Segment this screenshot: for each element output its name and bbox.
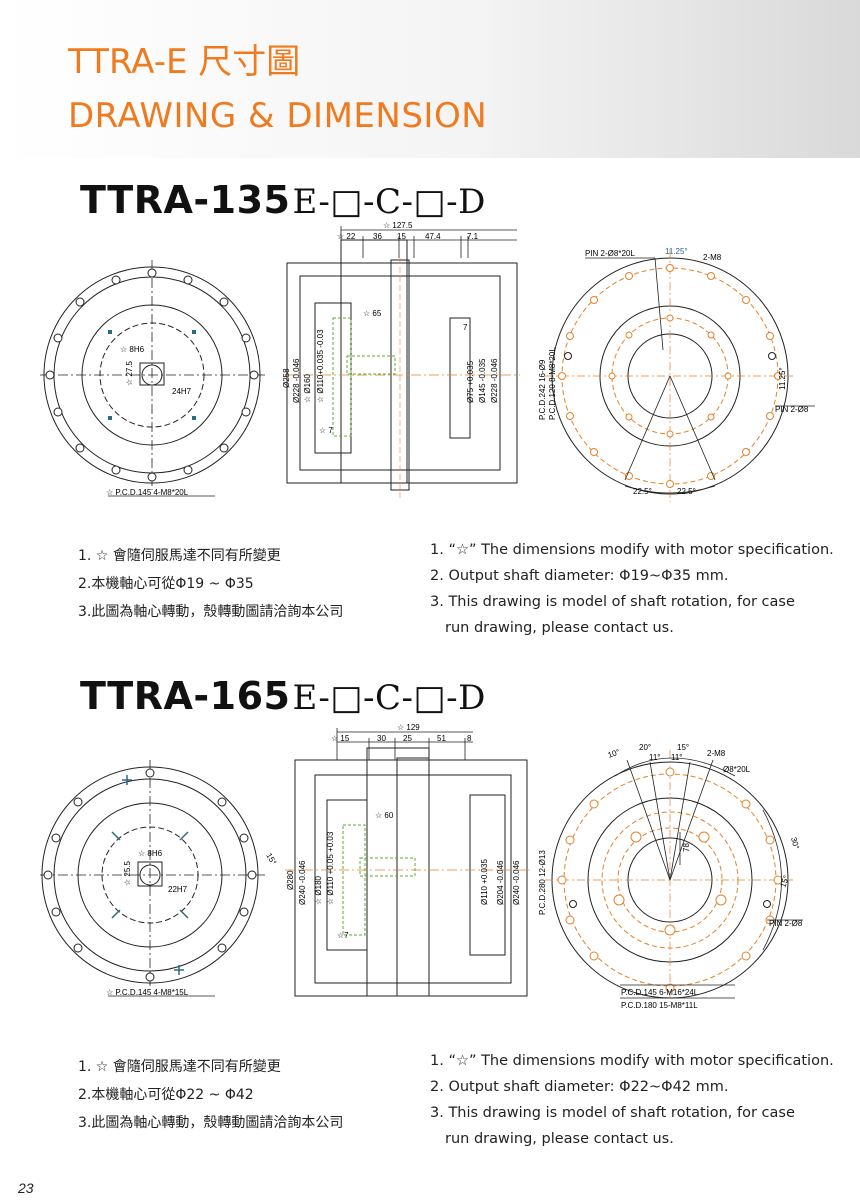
pcd-145: P.C.D.145 6-M16*24L: [621, 988, 699, 997]
angle-top: 11.25°: [665, 247, 688, 256]
pin-right: PIN 2-Ø8: [775, 405, 809, 414]
angle-15a: 15°: [677, 743, 689, 752]
model-code: E-□-C-□-D: [292, 678, 486, 718]
dia-258: Ø258: [282, 368, 291, 388]
key-label: ☆ 8H6: [138, 849, 163, 858]
note-cn-1: 1. ☆ 會隨伺服馬達不同有所變更: [78, 1059, 281, 1075]
angle-30: 30°: [789, 836, 801, 850]
pcd-label: ☆ P.C.D.145 4-M8*20L: [106, 488, 189, 497]
angle-11b: 11°: [671, 753, 683, 762]
key-label: ☆ 8H6: [120, 345, 145, 354]
note-cn-1: 1. ☆ 會隨伺服馬達不同有所變更: [78, 548, 281, 564]
hole-label: 24H7: [172, 387, 192, 396]
dim-e: 8: [467, 734, 472, 743]
note-en-2: 2. Output shaft diameter: Φ19~Φ35 mm.: [430, 568, 729, 584]
dia-240: Ø240 -0.046: [298, 860, 307, 905]
dia-110-r: Ø110 +0.035: [480, 859, 489, 905]
dim-7-star: ☆7: [337, 931, 349, 940]
dim-7: 7: [463, 323, 468, 332]
dim-d: 47.4: [425, 232, 441, 241]
dim-60: ☆ 60: [375, 811, 394, 820]
angle-10: 10°: [607, 747, 621, 760]
dim-78: 78: [682, 843, 691, 852]
model-name: TTRA-135: [80, 178, 291, 222]
angle-11a: 11°: [649, 753, 661, 762]
pcd-280: P.C.D.280 12-Ø13: [538, 850, 547, 915]
note-cn-2: 2.本機軸心可從Φ22 ~ Φ42: [78, 1087, 254, 1103]
note-en-4: run drawing, please contact us.: [445, 620, 674, 636]
note-cn-3: 3.此圖為軸心轉動，殼轉動圖請洽詢本公司: [78, 604, 344, 620]
side-view-135: ☆ 127.5 ☆ 22 36 15 47.4 7.1 ☆ 65 7 ☆ 7 Ø…: [282, 221, 520, 498]
dia-204: Ø204 -0.046: [496, 860, 505, 905]
rear-view-165: 10° 20° 11° 11° 15° 2-M8 Ø8*20L P.C.D.28…: [538, 743, 803, 1010]
note-cn-3: 3.此圖為軸心轉動，殼轉動圖請洽詢本公司: [78, 1115, 344, 1131]
pcd-120: P.C.D.120 8-M8*20L: [548, 347, 557, 420]
dim-a: ☆ 15: [331, 734, 350, 743]
note-en-1: 1. “☆” The dimensions modify with motor …: [430, 1053, 834, 1069]
dia-240-r: Ø240 -0.046: [512, 860, 521, 905]
dim-c: 25: [403, 734, 412, 743]
tap-label: 2-M8: [703, 253, 722, 262]
angle-b1: 22.5°: [633, 487, 652, 496]
pcd-label: ☆ P.C.D.145 4-M8*15L: [106, 988, 189, 997]
dim-e: 7.1: [467, 232, 479, 241]
dia-145: Ø145 -0.035: [478, 358, 487, 403]
angle-right: 11.25°: [778, 367, 787, 390]
rear-view-135: PIN 2-Ø8*20L 11.25° 2-M8 P.C.D.242 16-Ø9…: [538, 247, 815, 502]
angle-20: 20°: [639, 743, 651, 752]
dim-7-star: ☆ 7: [319, 426, 333, 435]
pcd-180: P.C.D.180 15-M8*11L: [621, 1001, 698, 1010]
dim-overall: ☆ 129: [397, 723, 420, 732]
note-en-1: 1. “☆” The dimensions modify with motor …: [430, 542, 834, 558]
model-code: E-□-C-□-D: [292, 182, 486, 222]
page-number: 23: [18, 1180, 34, 1196]
dia-75: Ø75 +0.035: [466, 360, 475, 403]
model-title-135: TTRA-135E-□-C-□-D: [80, 178, 486, 222]
angle-15b: 15°: [778, 874, 791, 888]
note-cn-2: 2.本機軸心可從Φ19 ~ Φ35: [78, 576, 254, 592]
depth-label: ☆ 27.5: [125, 360, 134, 386]
model-title-165: TTRA-165E-□-C-□-D: [80, 674, 486, 718]
header-band: TTRA-E 尺寸圖 DRAWING & DIMENSION: [0, 0, 860, 158]
pin-top: Ø8*20L: [723, 765, 751, 774]
title-chinese: TTRA-E 尺寸圖: [68, 42, 301, 82]
angle-b2: 22.5°: [677, 487, 696, 496]
dim-overall: ☆ 127.5: [383, 221, 413, 230]
side-view-165: ☆ 129 ☆ 15 30 25 51 8 ☆ 60 ☆7 Ø280 Ø240 …: [285, 723, 530, 997]
dim-b: 30: [377, 734, 386, 743]
dia-110: ☆ Ø110+0.035 -0.03: [316, 329, 325, 403]
depth-label: ☆ 25.5: [123, 860, 132, 886]
tap-label: 2-M8: [707, 749, 726, 758]
angle-label: 15°: [264, 852, 278, 867]
pin-right: PIN 2-Ø8: [769, 919, 803, 928]
dim-d: 51: [437, 734, 446, 743]
model-name: TTRA-165: [80, 674, 291, 718]
dia-228: Ø228 -0.046: [292, 358, 301, 403]
note-en-3: 3. This drawing is model of shaft rotati…: [430, 1105, 795, 1121]
pcd-242: P.C.D.242 16-Ø9: [538, 359, 547, 420]
dia-228-r: Ø228 -0.046: [490, 358, 499, 403]
note-en-4: run drawing, please contact us.: [445, 1131, 674, 1147]
front-view-135: ☆ P.C.D.145 4-M8*20L ☆ 8H6 ☆ 27.5 24H7: [40, 260, 265, 497]
dia-110: ☆ Ø110 +0.05 +0.03: [326, 831, 335, 905]
dim-a: ☆ 22: [337, 232, 356, 241]
note-en-3: 3. This drawing is model of shaft rotati…: [430, 594, 795, 610]
dia-180: ☆ Ø180: [314, 875, 323, 905]
dia-160: ☆ Ø160: [303, 373, 312, 403]
dia-280: Ø280: [286, 870, 295, 890]
pin-top: PIN 2-Ø8*20L: [585, 249, 635, 258]
title-english: DRAWING & DIMENSION: [68, 96, 488, 136]
dim-c: 15: [397, 232, 406, 241]
dim-65: ☆ 65: [363, 309, 382, 318]
front-view-165: ☆ P.C.D.145 4-M8*15L ☆ 8H6 ☆ 25.5 22H7 1…: [40, 760, 278, 997]
dim-b: 36: [373, 232, 382, 241]
note-en-2: 2. Output shaft diameter: Φ22~Φ42 mm.: [430, 1079, 729, 1095]
hole-label: 22H7: [168, 885, 188, 894]
